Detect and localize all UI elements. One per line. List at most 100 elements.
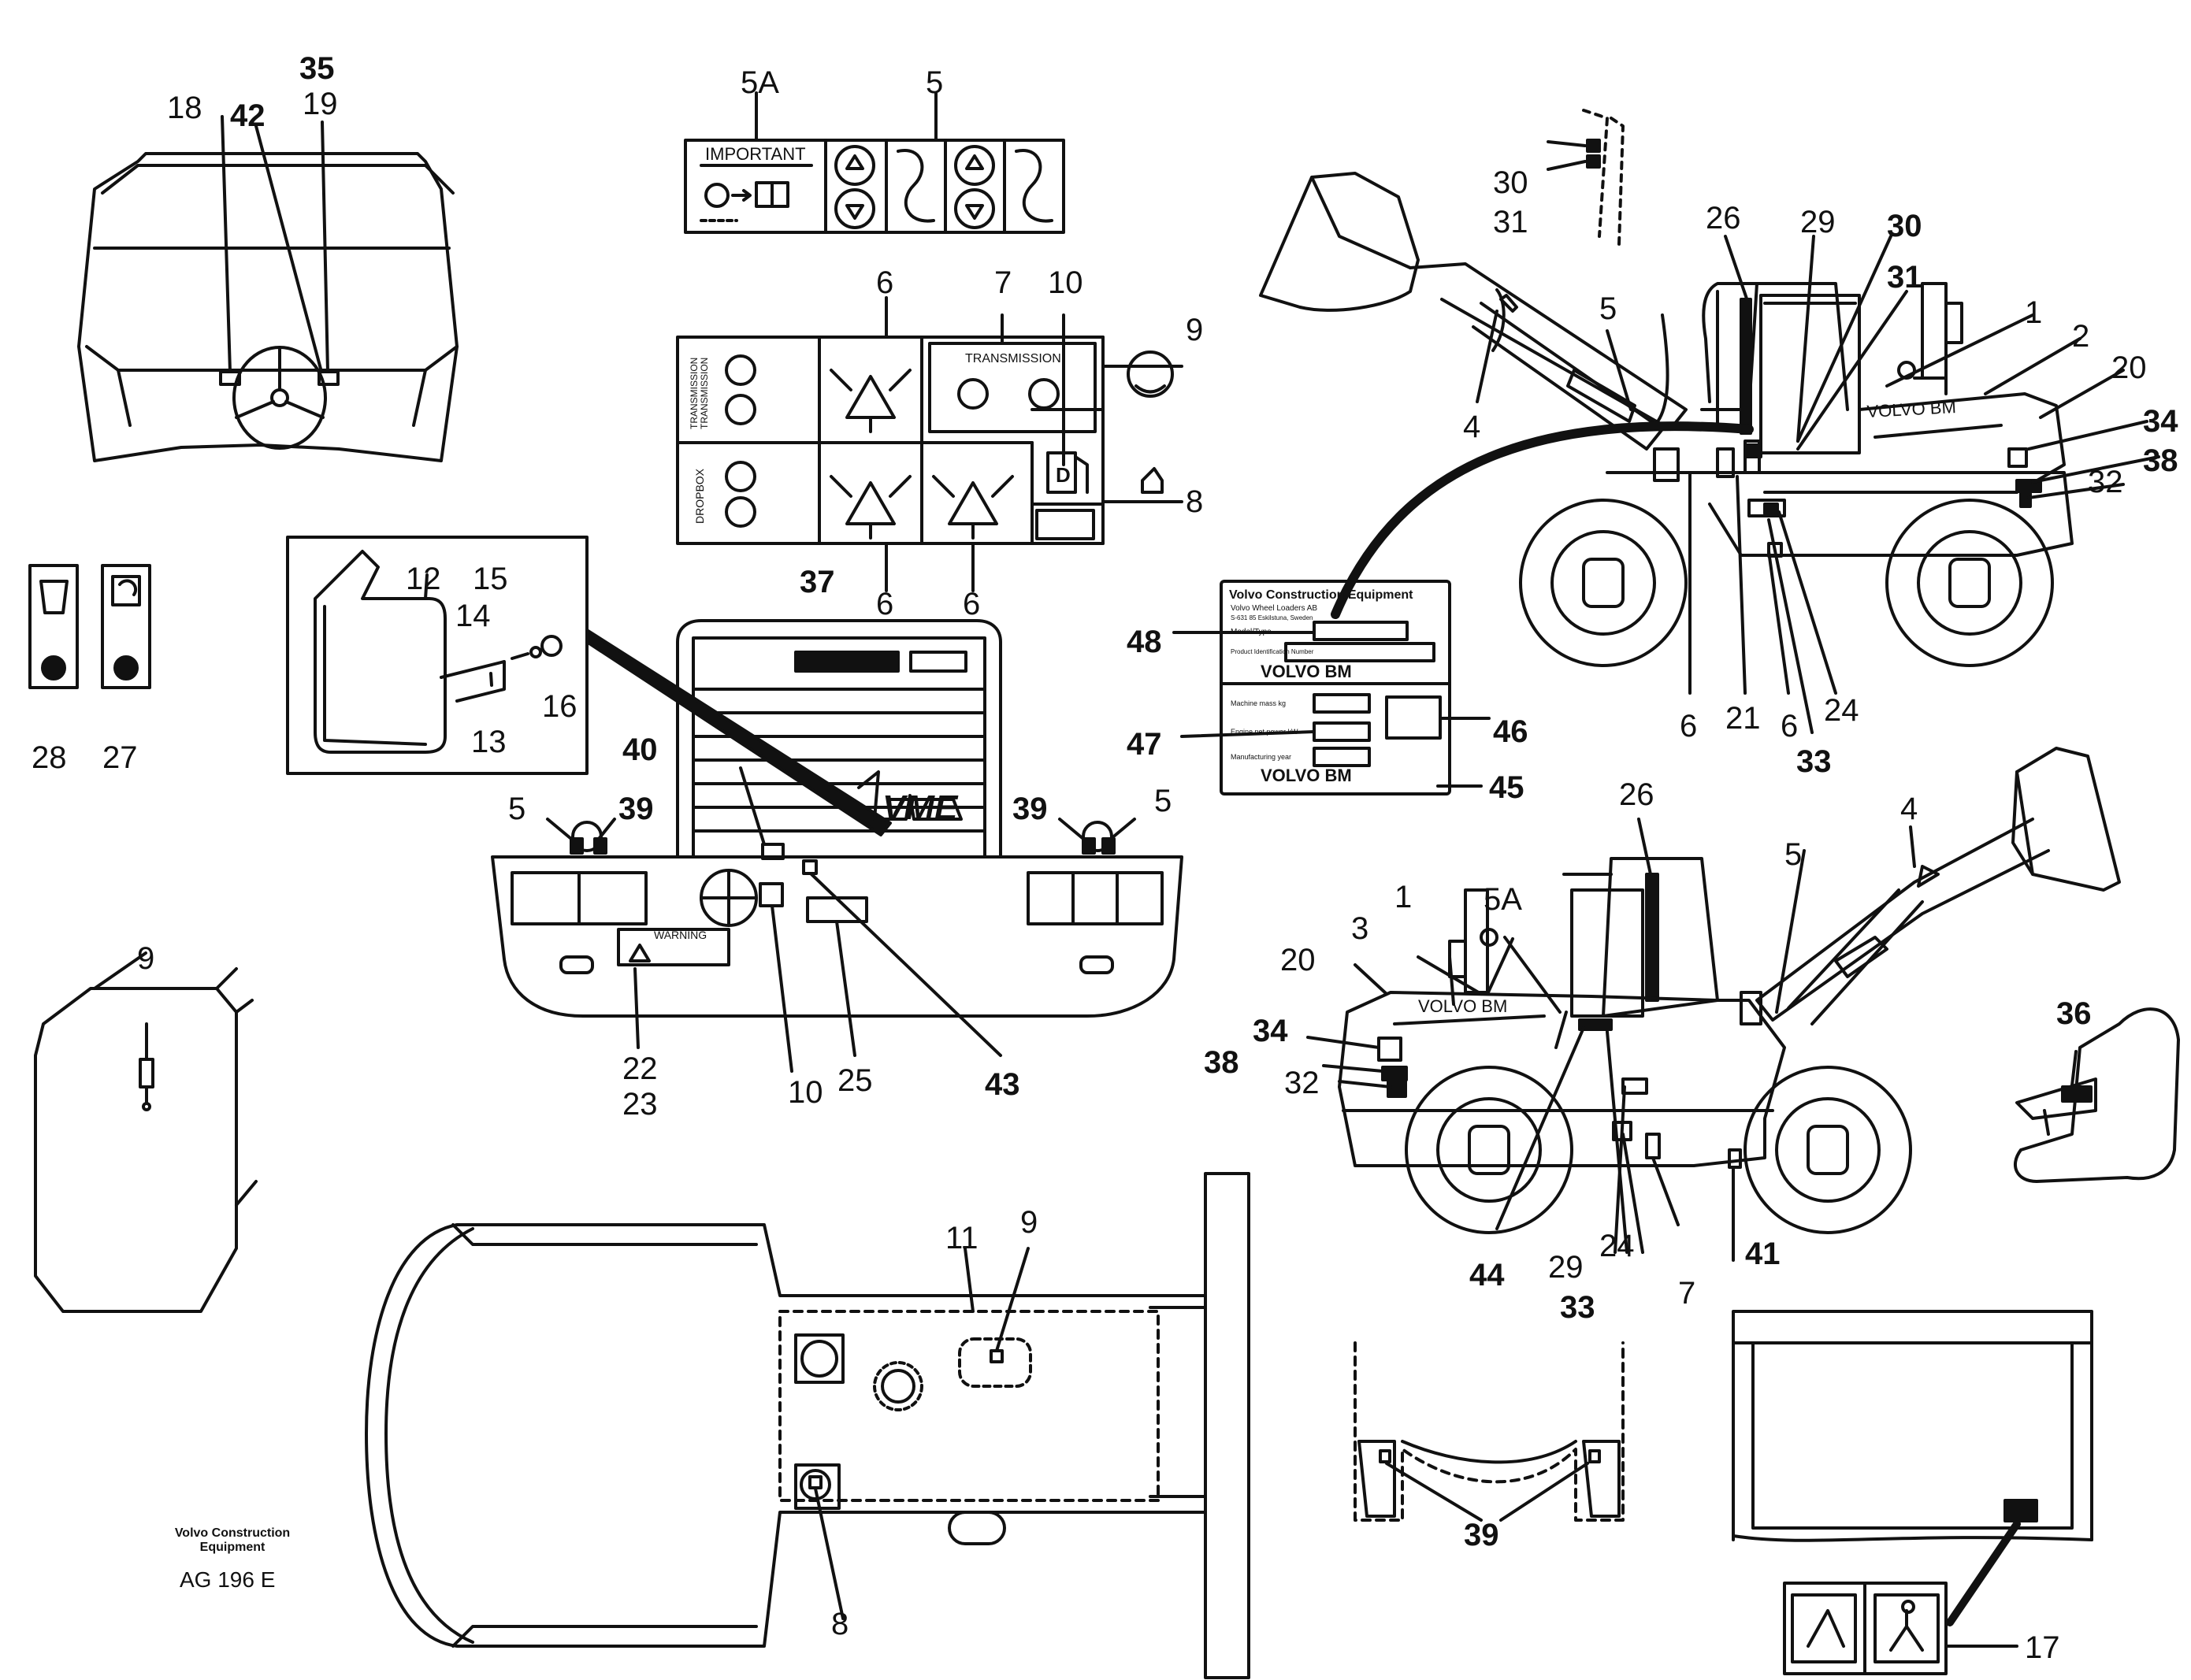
callout-23: 23: [622, 1087, 658, 1122]
transmission-side-label-a: TRANSMISSION: [689, 358, 700, 429]
callout-3: 3: [1351, 911, 1368, 946]
callout-5A-right: 5A: [1484, 882, 1522, 917]
callout-48: 48: [1127, 625, 1162, 659]
callout-40: 40: [622, 732, 658, 767]
callout-2-top: 2: [2072, 319, 2089, 354]
callout-19: 19: [303, 87, 338, 121]
operator-seat: [2013, 1007, 2180, 1183]
footer-company: Volvo Construction Equipment: [165, 1526, 299, 1555]
callout-34-top: 34: [2143, 404, 2178, 439]
transmission-side-label-b: TRANSMISSION: [699, 358, 710, 429]
loader-side-view-left: [1259, 109, 2160, 734]
plate-product-id: Product Identification Number: [1231, 648, 1314, 655]
callout-31-b: 31: [1887, 260, 1922, 295]
callout-6-center-a: 6: [876, 587, 893, 621]
rear-view-grille: [491, 619, 1183, 1073]
callout-39-right: 39: [1012, 792, 1048, 826]
callout-47: 47: [1127, 727, 1162, 762]
callout-13: 13: [471, 725, 507, 759]
callout-16: 16: [542, 689, 577, 724]
loader-side-view-right: [1306, 747, 2121, 1262]
callout-45: 45: [1489, 770, 1524, 805]
callout-43: 43: [985, 1067, 1020, 1102]
callout-17: 17: [2025, 1630, 2060, 1665]
callout-32-top: 32: [2088, 465, 2123, 499]
callout-31-a: 31: [1493, 205, 1528, 239]
volvo-bm-logo-top: VOLVO BM: [1866, 397, 1956, 421]
callout-5-upper-right: 5: [1599, 291, 1617, 326]
callout-39-left: 39: [618, 792, 654, 826]
callout-29-top: 29: [1800, 205, 1836, 239]
callout-5-lower-right: 5: [1784, 837, 1802, 872]
callout-9-top: 9: [1186, 313, 1203, 347]
callout-33-right: 33: [1560, 1290, 1595, 1325]
callout-38-right: 38: [1204, 1045, 1239, 1080]
callout-4-top: 4: [1463, 410, 1480, 444]
callout-10-center: 10: [788, 1075, 823, 1110]
callout-20-right: 20: [1280, 943, 1316, 977]
callout-18: 18: [167, 91, 202, 125]
callout-25: 25: [837, 1063, 873, 1098]
decal-texts: IMPORTANT TRANSMISSION TRANSMISSION TRAN…: [654, 144, 1956, 1016]
callout-46: 46: [1493, 714, 1528, 749]
callout-24-right: 24: [1599, 1229, 1635, 1263]
plate-engine-power: Engine net power kW: [1231, 728, 1298, 736]
callout-36: 36: [2056, 996, 2092, 1031]
footer-company-line2: Equipment: [199, 1541, 266, 1554]
data-plate-texts: Volvo Construction Equipment Volvo Wheel…: [1229, 588, 1413, 785]
callout-29-right: 29: [1548, 1250, 1584, 1285]
callout-6-right-a: 6: [1680, 709, 1697, 744]
plate-company: Volvo Wheel Loaders AB: [1231, 604, 1317, 613]
decal-panel-transmission: [676, 296, 1183, 592]
cab-window-view: [1732, 1310, 2093, 1675]
decal-strip-important-hooks: [684, 91, 1065, 234]
callout-8-top: 8: [1186, 484, 1203, 519]
callout-20-top: 20: [2111, 350, 2147, 385]
rear-frame-detail: [1354, 1341, 1625, 1522]
callout-33-top: 33: [1796, 744, 1832, 779]
callout-22: 22: [622, 1051, 658, 1086]
callout-42: 42: [230, 98, 266, 133]
plate-manufacturing-year: Manufacturing year: [1231, 753, 1291, 761]
callout-26-top: 26: [1706, 201, 1741, 235]
callout-30-b: 30: [1887, 209, 1922, 243]
callout-7-top: 7: [994, 265, 1012, 300]
switch-decals: [28, 564, 151, 689]
callout-1-right: 1: [1394, 880, 1412, 914]
callout-30-a: 30: [1493, 165, 1528, 200]
data-plate: [1172, 580, 1491, 795]
callout-1-top: 1: [2025, 295, 2042, 330]
callout-15: 15: [473, 562, 508, 596]
plate-brand-top: VOLVO BM: [1261, 662, 1352, 681]
callout-24-top: 24: [1824, 693, 1859, 728]
callout-28: 28: [32, 740, 67, 775]
callout-10-top: 10: [1048, 265, 1083, 300]
transmission-label: TRANSMISSION: [965, 352, 1061, 365]
callout-5-right: 5: [1154, 784, 1172, 818]
callout-6-top: 6: [876, 265, 893, 300]
loader-top-view: [365, 1172, 1250, 1679]
vme-logo: VME: [882, 788, 959, 827]
door-side-view: [34, 951, 258, 1313]
callout-7-right: 7: [1678, 1276, 1695, 1311]
callout-21: 21: [1725, 701, 1761, 736]
callout-9-door: 9: [137, 941, 154, 976]
callout-12: 12: [406, 562, 441, 596]
callout-34-right: 34: [1253, 1014, 1288, 1048]
callout-39-bottom: 39: [1464, 1518, 1499, 1552]
callout-38-top: 38: [2143, 443, 2178, 478]
callout-14: 14: [455, 599, 491, 633]
plate-address: S-631 85 Eskilstuna, Sweden: [1231, 614, 1313, 621]
callout-5-left: 5: [508, 792, 525, 826]
callout-11: 11: [945, 1221, 979, 1255]
callout-44: 44: [1469, 1258, 1505, 1292]
plate-header: Volvo Construction Equipment: [1229, 588, 1413, 602]
cab-roof-view: [77, 115, 459, 462]
important-label: IMPORTANT: [705, 144, 806, 164]
warning-label: WARNING: [654, 929, 707, 941]
callout-37: 37: [800, 565, 835, 599]
fuel-letter: D: [1056, 463, 1071, 487]
callout-41: 41: [1745, 1237, 1781, 1271]
callout-5A-top: 5A: [741, 65, 779, 100]
